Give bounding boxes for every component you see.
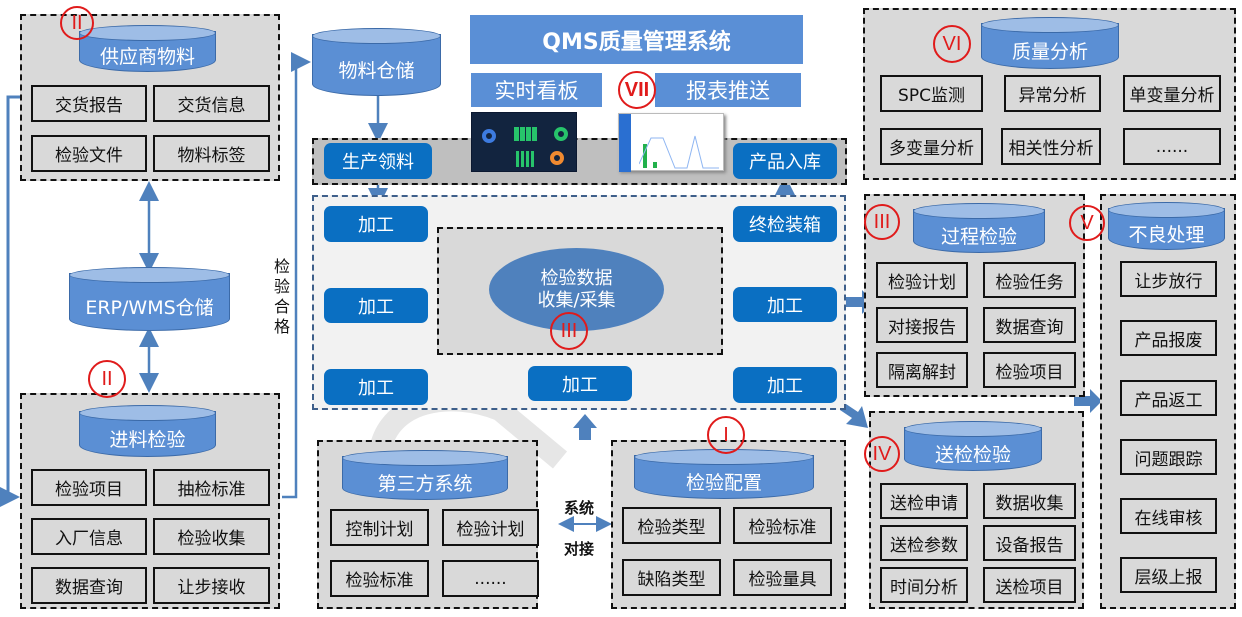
submit-inspection-item[interactable]: 送检申请 [880, 483, 968, 519]
tab-report-push[interactable]: 报表推送 [655, 73, 801, 107]
supplier-item[interactable]: 交货信息 [153, 85, 270, 122]
erp-wms-title: ERP/WMS仓储 [69, 273, 230, 331]
incoming-item[interactable]: 抽检标准 [153, 469, 270, 506]
submit-inspection-item[interactable]: 数据收集 [983, 483, 1076, 519]
module-badge-i: I [707, 416, 745, 454]
supplier-cylinder[interactable]: 供应商物料 [79, 25, 216, 72]
production-pickup-node[interactable]: 生产领料 [324, 143, 432, 179]
dashboard-thumbnail[interactable] [471, 112, 577, 172]
module-badge-iii-center: III [550, 312, 588, 350]
incoming-item[interactable]: 检验项目 [31, 469, 147, 506]
defect-handling-item[interactable]: 问题跟踪 [1120, 439, 1217, 475]
incoming-item[interactable]: 让步接收 [153, 567, 270, 604]
submit-inspection-item[interactable]: 送检参数 [880, 525, 968, 561]
incoming-item[interactable]: 数据查询 [31, 567, 147, 604]
supplier-item[interactable]: 交货报告 [31, 85, 147, 122]
system-link-label-1: 系统 [564, 499, 595, 517]
third-party-item[interactable]: ...... [442, 560, 539, 597]
process-node[interactable]: 加工 [324, 288, 428, 323]
module-badge-v: V [1069, 205, 1105, 241]
process-inspection-item[interactable]: 检验任务 [983, 262, 1076, 298]
third-party-cylinder[interactable]: 第三方系统 [342, 450, 508, 500]
process-node[interactable]: 加工 [528, 366, 632, 401]
defect-handling-cylinder[interactable]: 不良处理 [1108, 202, 1225, 250]
submit-inspection-item[interactable]: 送检项目 [983, 567, 1076, 603]
quality-analysis-item[interactable]: 相关性分析 [1001, 128, 1101, 165]
process-node[interactable]: 加工 [733, 367, 837, 403]
quality-analysis-item[interactable]: ...... [1123, 128, 1221, 165]
process-node[interactable]: 加工 [324, 206, 428, 242]
inspection-pass-label: 检验合格 [271, 258, 290, 338]
incoming-item[interactable]: 入厂信息 [31, 518, 147, 555]
process-node[interactable]: 加工 [733, 287, 837, 322]
inspection-config-cylinder[interactable]: 检验配置 [634, 449, 814, 499]
page-title: QMS质量管理系统 [470, 15, 803, 64]
inspection-config-item[interactable]: 检验标准 [733, 507, 832, 544]
system-link-label-2: 对接 [564, 540, 595, 558]
process-inspection-item[interactable]: 检验计划 [876, 262, 968, 298]
defect-handling-item[interactable]: 层级上报 [1120, 557, 1217, 593]
submit-inspection-item[interactable]: 设备报告 [983, 525, 1076, 561]
third-party-item[interactable]: 控制计划 [330, 509, 429, 546]
process-node[interactable]: 加工 [324, 369, 428, 405]
quality-analysis-item[interactable]: 单变量分析 [1123, 75, 1221, 112]
process-inspection-item[interactable]: 数据查询 [983, 307, 1076, 343]
config-up-arrow [573, 414, 597, 440]
module-badge-ii-incoming: II [88, 360, 126, 398]
third-party-item[interactable]: 检验计划 [442, 509, 539, 546]
defect-handling-item[interactable]: 产品报废 [1120, 320, 1217, 356]
module-badge-iii-process: III [864, 204, 900, 240]
module-badge-vi: VI [933, 25, 971, 63]
process-inspection-item[interactable]: 对接报告 [876, 307, 968, 343]
submit-inspection-cylinder[interactable]: 送检检验 [904, 421, 1042, 471]
incoming-item[interactable]: 检验收集 [153, 518, 270, 555]
final-inspection-packing-node[interactable]: 终检装箱 [733, 206, 837, 242]
center-line1: 检验数据 [540, 267, 613, 289]
material-storage-cylinder[interactable]: 物料仓储 [312, 28, 441, 96]
center-line2: 收集/采集 [537, 289, 616, 311]
supplier-item[interactable]: 检验文件 [31, 135, 147, 172]
inspection-config-item[interactable]: 检验量具 [733, 559, 832, 596]
supplier-to-incoming-connector [0, 95, 20, 509]
quality-analysis-item[interactable]: 异常分析 [1004, 75, 1101, 112]
erp-wms-cylinder[interactable]: ERP/WMS仓储 [69, 267, 230, 331]
report-thumbnail[interactable] [618, 113, 724, 172]
product-warehousing-node[interactable]: 产品入库 [733, 143, 837, 179]
module-badge-ii-supplier: II [60, 6, 94, 40]
process-inspection-item[interactable]: 隔离解封 [876, 352, 968, 388]
module-badge-vii: VII [618, 71, 656, 109]
quality-analysis-item[interactable]: SPC监测 [880, 75, 983, 112]
incoming-cylinder[interactable]: 进料检验 [79, 405, 216, 457]
process-inspection-cylinder[interactable]: 过程检验 [913, 203, 1045, 253]
quality-analysis-item[interactable]: 多变量分析 [880, 128, 983, 165]
third-party-item[interactable]: 检验标准 [330, 560, 429, 597]
defect-handling-item[interactable]: 在线审核 [1120, 498, 1217, 534]
process-inspection-item[interactable]: 检验项目 [983, 352, 1076, 388]
inspection-config-item[interactable]: 缺陷类型 [622, 559, 721, 596]
supplier-item[interactable]: 物料标签 [153, 135, 270, 172]
quality-analysis-cylinder[interactable]: 质量分析 [981, 17, 1119, 69]
inspection-config-item[interactable]: 检验类型 [622, 507, 721, 544]
tab-realtime-dashboard[interactable]: 实时看板 [471, 73, 602, 107]
module-badge-iv: IV [864, 436, 900, 472]
submit-inspection-item[interactable]: 时间分析 [880, 567, 968, 603]
defect-handling-item[interactable]: 让步放行 [1120, 261, 1217, 297]
defect-handling-item[interactable]: 产品返工 [1120, 380, 1217, 416]
